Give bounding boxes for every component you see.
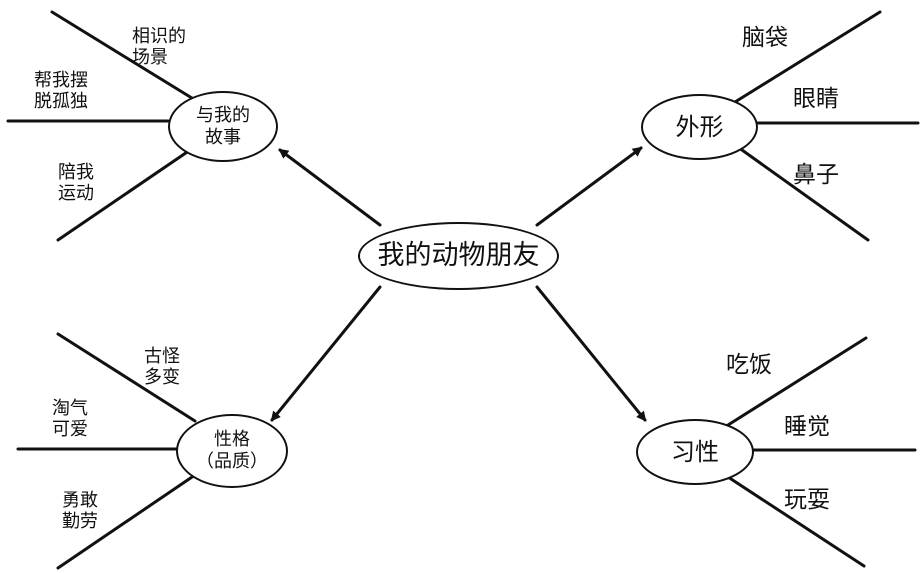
arrow-to-story bbox=[278, 148, 382, 227]
branch-label-appearance-2: 眼睛 bbox=[793, 86, 839, 112]
branch-line-appearance-1 bbox=[733, 10, 882, 104]
center-label: 我的动物朋友 bbox=[377, 239, 540, 271]
topic-node-habits: 习性 bbox=[636, 419, 754, 485]
topic-node-story: 与我的 故事 bbox=[168, 91, 278, 162]
branch-label-habits-3: 玩耍 bbox=[784, 487, 830, 513]
branch-label-habits-2: 睡觉 bbox=[784, 414, 830, 440]
topic-label-story: 与我的 故事 bbox=[196, 104, 250, 148]
arrow-to-appearance bbox=[535, 146, 643, 227]
topic-node-personality: 性格 （品质） bbox=[176, 414, 288, 488]
branch-line-habits-1 bbox=[726, 336, 868, 427]
branch-label-personality-2: 淘气 可爱 bbox=[52, 398, 88, 441]
center-node: 我的动物朋友 bbox=[358, 222, 559, 290]
branch-line-story-3 bbox=[56, 144, 198, 242]
branch-label-personality-3: 勇敢 勤劳 bbox=[62, 490, 98, 533]
branch-label-appearance-3: 鼻子 bbox=[793, 162, 839, 188]
branch-label-story-3: 陪我 运动 bbox=[58, 162, 94, 205]
branch-line-personality-1 bbox=[56, 332, 197, 423]
branch-label-story-1: 相识的 场景 bbox=[132, 26, 186, 69]
branch-label-story-2: 帮我摆 脱孤独 bbox=[34, 70, 88, 113]
branch-label-habits-1: 吃饭 bbox=[726, 352, 772, 378]
branch-line-appearance-3 bbox=[733, 143, 870, 242]
arrow-to-personality bbox=[270, 285, 382, 422]
topic-label-habits: 习性 bbox=[671, 437, 719, 466]
topic-node-appearance: 外形 bbox=[641, 94, 758, 160]
topic-label-appearance: 外形 bbox=[675, 112, 724, 141]
arrow-to-habits bbox=[535, 285, 647, 422]
topic-label-personality: 性格 （品质） bbox=[196, 429, 268, 472]
branch-line-personality-3 bbox=[56, 473, 197, 570]
branch-line-habits-3 bbox=[726, 475, 866, 568]
branch-line-story-1 bbox=[50, 10, 202, 105]
branch-label-appearance-1: 脑袋 bbox=[742, 25, 788, 51]
branch-label-personality-1: 古怪 多变 bbox=[144, 346, 180, 389]
